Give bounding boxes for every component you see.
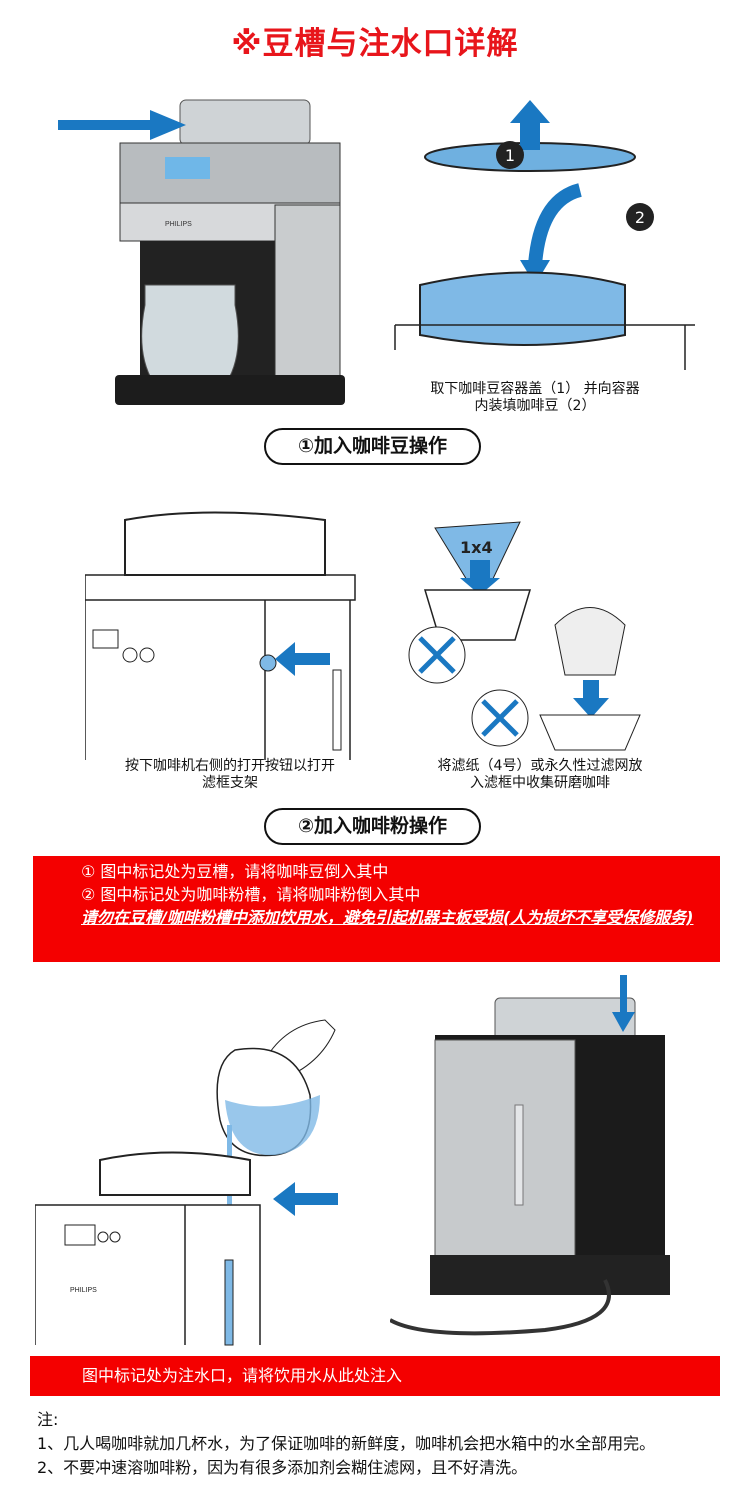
add-powder-button[interactable]: ②加入咖啡粉操作 <box>264 808 481 845</box>
bean-caption-line2: 内装填咖啡豆（2） <box>474 398 596 414</box>
brand-label: PHILIPS <box>165 221 192 228</box>
notice-warning: 请勿在豆槽/咖啡粉槽中添加饮用水，避免引起机器主板受损(人为损坏不享受保修服务) <box>81 908 694 927</box>
blue-arrow-icon <box>273 1182 295 1216</box>
notice-box: ① 图中标记处为豆槽，请将咖啡豆倒入其中 ② 图中标记处为咖啡粉槽，请将咖啡粉倒… <box>33 856 720 962</box>
open-holder-caption-line2: 滤框支架 <box>202 775 258 791</box>
bean-caption-line1: 取下咖啡豆容器盖（1） 并向容器 <box>430 381 640 397</box>
coffee-machine-photo: PHILIPS <box>115 99 345 405</box>
open-filter-holder-illustration <box>85 511 356 760</box>
add-beans-button[interactable]: ①加入咖啡豆操作 <box>264 428 481 465</box>
pour-water-illustration: PHILIPS <box>35 1019 338 1346</box>
filter-paper-illustration: 1x4 <box>408 521 641 751</box>
blue-arrow-icon <box>612 1012 635 1032</box>
step2-marker: 2 <box>635 208 645 227</box>
notice-line2: ② 图中标记处为咖啡粉槽，请将咖啡粉倒入其中 <box>81 885 421 904</box>
open-holder-caption-line1: 按下咖啡机右侧的打开按钮以打开 <box>125 758 335 774</box>
step1-marker: 1 <box>505 146 515 165</box>
note-item: 1、几人喝咖啡就加几杯水，为了保证咖啡的新鲜度，咖啡机会把水箱中的水全部用完。 <box>37 1434 656 1453</box>
filter-caption-line2: 入滤框中收集研磨咖啡 <box>470 775 610 791</box>
water-inlet-photo <box>390 975 670 1336</box>
page-title: ※豆槽与注水口详解 <box>231 26 519 62</box>
note-item: 2、不要冲速溶咖啡粉，因为有很多添加剂会糊住滤网，且不好清洗。 <box>37 1458 528 1477</box>
blue-arrow-icon <box>275 642 295 676</box>
water-inlet-banner: 图中标记处为注水口，请将饮用水从此处注入 <box>30 1356 720 1396</box>
brand-label: PHILIPS <box>70 1287 97 1294</box>
notice-line1: ① 图中标记处为豆槽，请将咖啡豆倒入其中 <box>81 862 389 881</box>
filter-size-label: 1x4 <box>460 538 493 557</box>
notes-heading: 注: <box>37 1410 59 1429</box>
blue-arrow-icon <box>58 110 186 140</box>
bean-container-illustration: 1 2 <box>394 100 695 370</box>
filter-caption-line1: 将滤纸（4号）或永久性过滤网放 <box>437 758 643 774</box>
